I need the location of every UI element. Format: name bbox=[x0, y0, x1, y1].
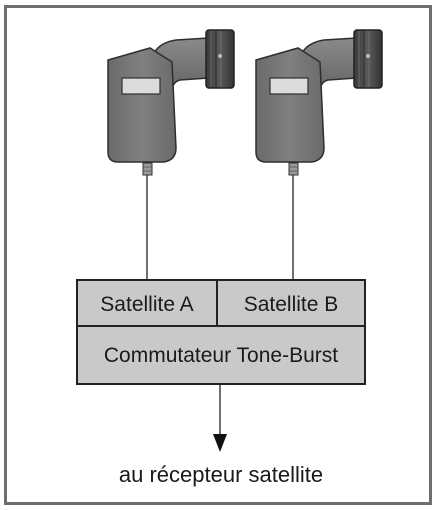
tone-burst-switch: Satellite A Satellite B Commutateur Tone… bbox=[76, 279, 366, 385]
lnb-b bbox=[255, 29, 383, 176]
switch-input-a-label: Satellite A bbox=[100, 293, 193, 316]
switch-input-b-label: Satellite B bbox=[244, 293, 339, 316]
destination-label: au récepteur satellite bbox=[119, 462, 323, 487]
switch-input-a-cell bbox=[76, 279, 218, 327]
switch-name-cell bbox=[76, 325, 366, 385]
lnb-a bbox=[107, 29, 235, 176]
switch-name-label: Commutateur Tone-Burst bbox=[104, 344, 338, 367]
output-arrow bbox=[213, 384, 227, 452]
